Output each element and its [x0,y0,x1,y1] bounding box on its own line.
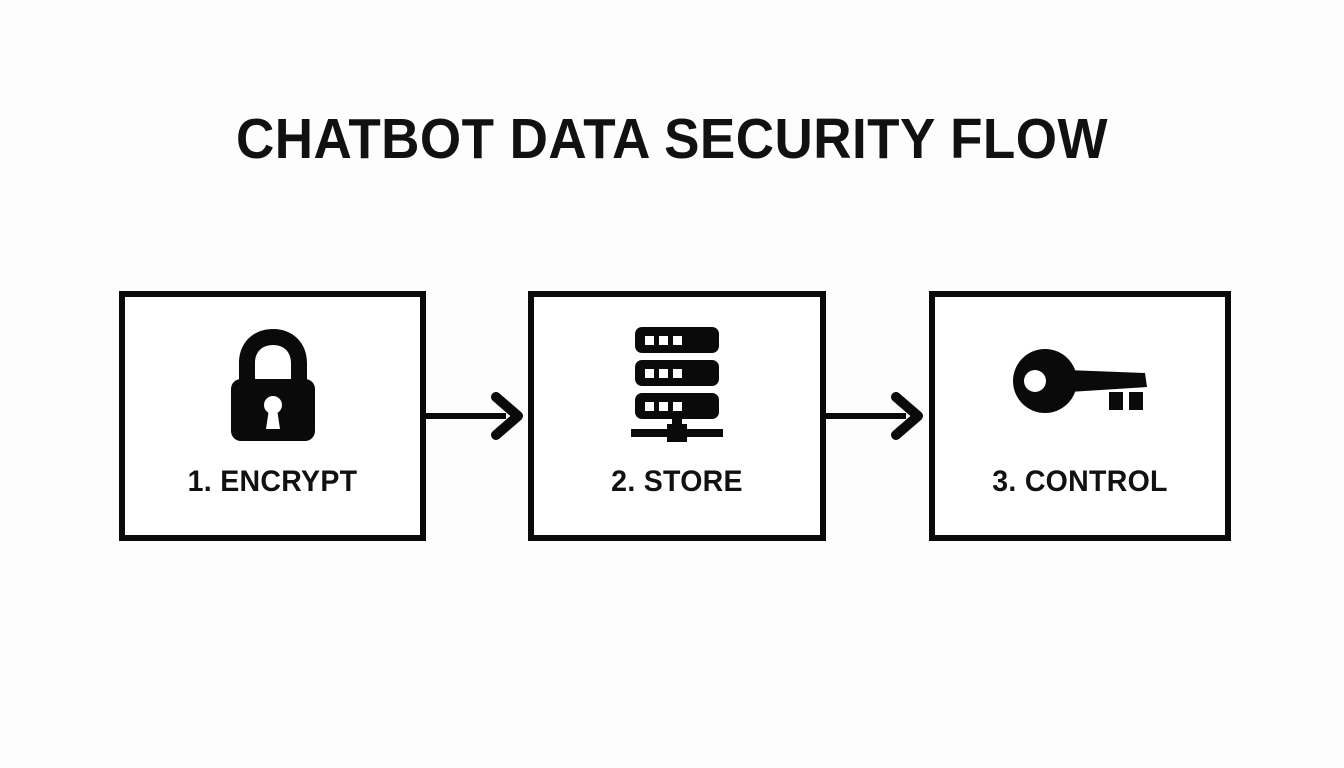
flow-step-encrypt[interactable]: 1. ENCRYPT [119,291,426,541]
flow-step-store[interactable]: 2. STORE [528,291,826,541]
flow-step-label-control: 3. CONTROL [992,465,1168,498]
flow-step-label-store: 2. STORE [611,465,743,498]
arrow-right-icon-2 [826,391,929,441]
key-icon [935,315,1225,450]
flow-step-control[interactable]: 3. CONTROL [929,291,1231,541]
arrow-right-icon-1 [426,391,528,441]
flow-diagram: 1. ENCRYPT [119,291,1231,541]
server-stack-icon [534,315,820,450]
page-title: CHATBOT DATA SECURITY FLOW [236,107,1108,171]
padlock-icon [125,315,420,450]
flow-step-label-encrypt: 1. ENCRYPT [187,465,358,498]
